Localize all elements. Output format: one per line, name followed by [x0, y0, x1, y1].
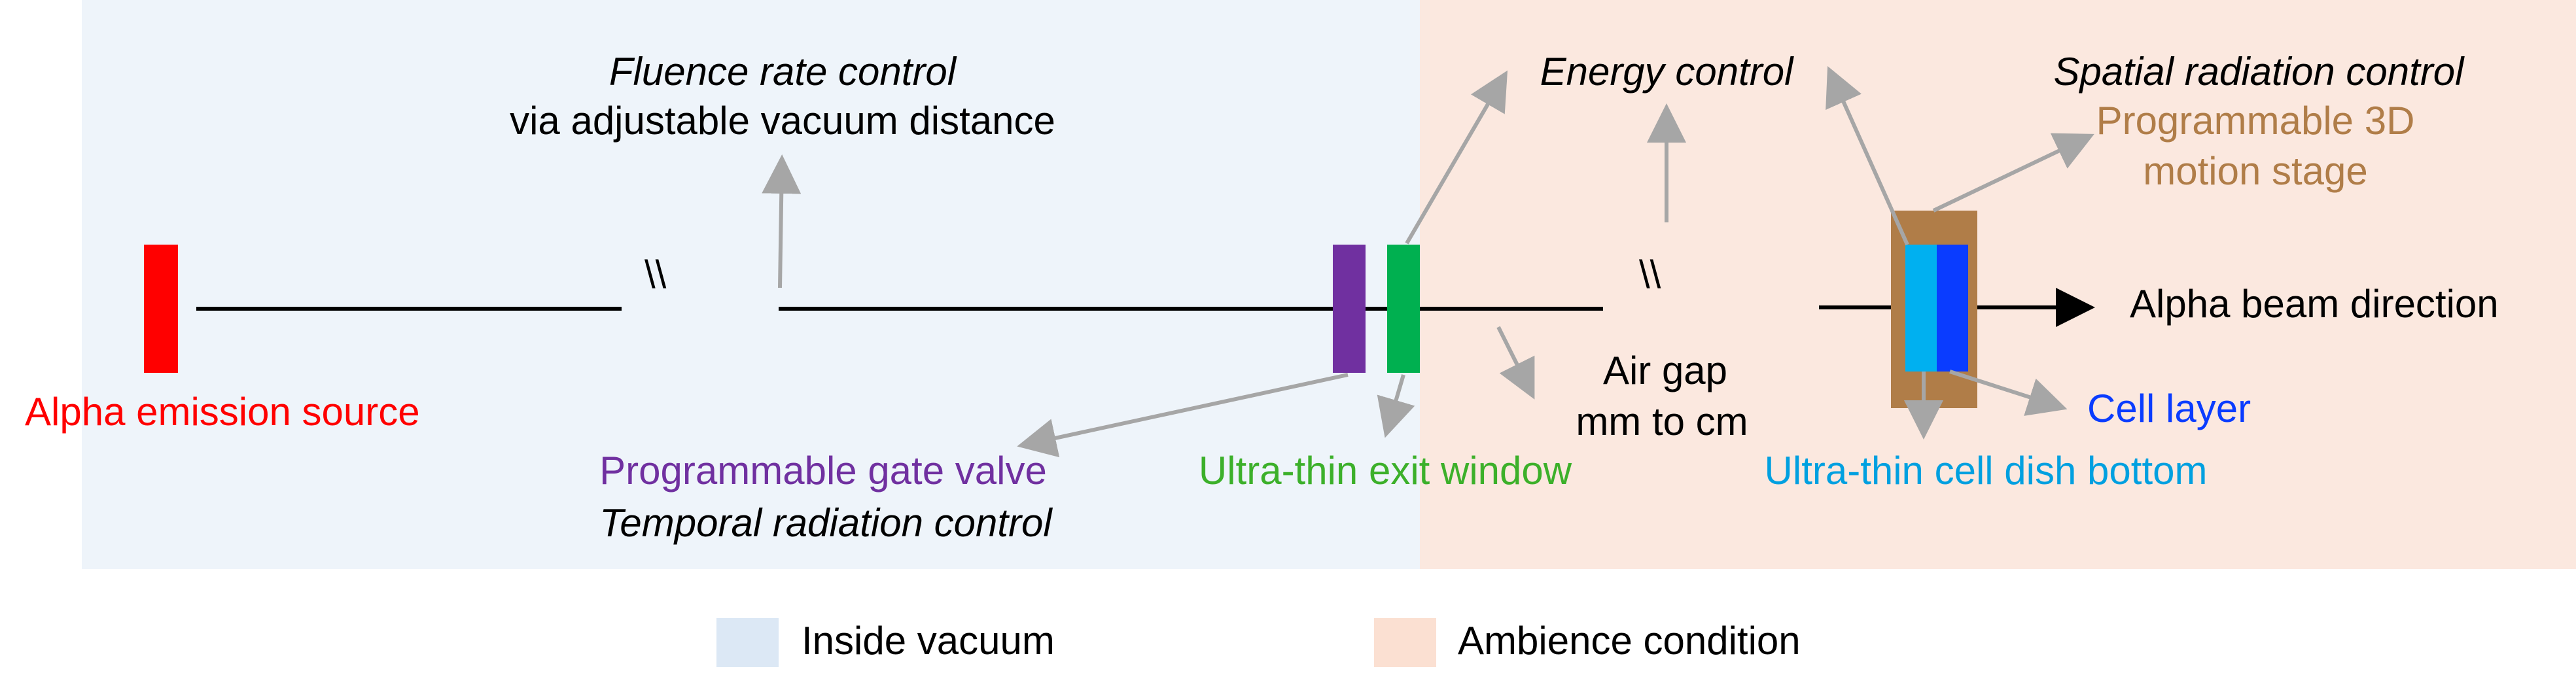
- break-mark-vacuum: \\: [644, 252, 667, 296]
- temporal-control-label: Temporal radiation control: [599, 501, 1053, 545]
- fluence-title: Fluence rate control: [609, 50, 957, 94]
- exit-window-label: Ultra-thin exit window: [1199, 449, 1572, 493]
- stage-arrow: [1932, 133, 2094, 213]
- gate-valve: [1333, 245, 1366, 373]
- dish-bottom-label: Ultra-thin cell dish bottom: [1765, 449, 2208, 493]
- fluence-subtitle: via adjustable vacuum distance: [510, 99, 1055, 143]
- alpha-source-label: Alpha emission source: [25, 390, 420, 434]
- spatial-control-label: Spatial radiation control: [2053, 50, 2465, 94]
- legend-ambience-label: Ambience condition: [1458, 619, 1801, 663]
- exit-window-arrow: [1377, 374, 1415, 438]
- ambience-region: [1420, 0, 2576, 569]
- air-gap-range-label: mm to cm: [1576, 400, 1748, 443]
- stage-label-line2: motion stage: [2143, 149, 2368, 193]
- cell-layer: [1937, 245, 1968, 372]
- energy-control-label: Energy control: [1540, 50, 1795, 94]
- alpha-source: [144, 245, 178, 373]
- air-gap-arrow: [1496, 326, 1535, 400]
- gate-valve-label: Programmable gate valve: [599, 449, 1047, 493]
- cell-layer-arrow: [1949, 370, 2068, 416]
- air-gap-label: Air gap: [1603, 349, 1727, 392]
- legend-vacuum-swatch: [716, 618, 779, 667]
- vacuum-region: [82, 0, 1420, 569]
- legend-ambience-swatch: [1374, 618, 1436, 667]
- legend: Inside vacuum Ambience condition: [716, 618, 1801, 667]
- annotation-arrows: [762, 66, 2094, 458]
- cell-layer-label: Cell layer: [2087, 387, 2251, 430]
- cell-dish-bottom: [1905, 245, 1937, 372]
- exit-window: [1387, 245, 1420, 373]
- legend-vacuum-label: Inside vacuum: [802, 619, 1055, 663]
- stage-label-line1: Programmable 3D: [2096, 99, 2415, 143]
- energy-arrow-1: [1405, 70, 1508, 245]
- gate-valve-arrow: [1017, 373, 1349, 458]
- break-mark-air: \\: [1639, 252, 1661, 296]
- energy-arrow-3: [1826, 66, 1909, 246]
- beam-direction-label: Alpha beam direction: [2130, 282, 2499, 326]
- fluence-arrow: [762, 154, 802, 288]
